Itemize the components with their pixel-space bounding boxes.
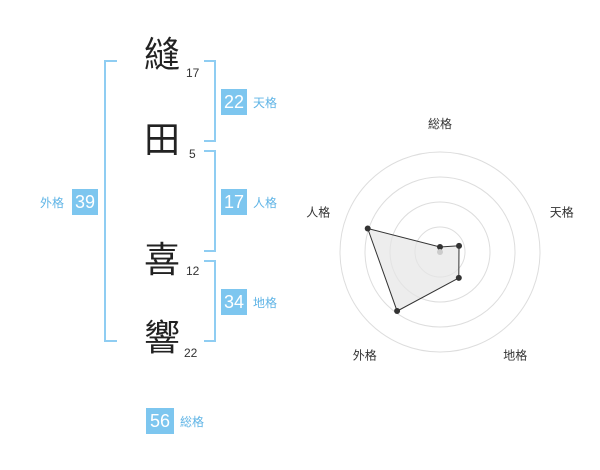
chikaku-value: 34 <box>221 289 247 315</box>
character-3-strokes: 12 <box>186 264 200 278</box>
radar-ring <box>339 151 541 353</box>
tenkaku-bracket <box>204 60 216 142</box>
jinkaku-label: 人格 <box>253 196 278 210</box>
gaikaku-label: 外格 <box>40 196 65 210</box>
chikaku-label: 地格 <box>253 296 278 310</box>
chikaku-bracket <box>204 260 216 342</box>
character-1-strokes: 17 <box>186 66 200 80</box>
character-4: 響 <box>143 318 180 359</box>
tenkaku-value: 22 <box>221 89 247 115</box>
character-2-strokes: 5 <box>189 147 196 161</box>
radar-axis-label: 人格 <box>306 204 330 219</box>
radar-axis-label: 天格 <box>550 204 574 219</box>
soukaku-label: 総格 <box>180 415 205 429</box>
radar-axis-label: 総格 <box>428 116 452 131</box>
character-2: 田 <box>143 120 180 161</box>
gaikaku-value: 39 <box>72 189 98 215</box>
radar-point <box>364 225 371 232</box>
radar-point <box>394 308 401 315</box>
character-3: 喜 <box>143 240 180 281</box>
soukaku-value: 56 <box>146 408 174 434</box>
character-1: 縫 <box>143 35 180 76</box>
radar-axis-label: 地格 <box>503 348 527 363</box>
tenkaku-label: 天格 <box>253 96 278 110</box>
radar-point <box>437 244 443 250</box>
radar-ring <box>364 176 516 328</box>
character-4-strokes: 22 <box>184 346 198 360</box>
jinkaku-value: 17 <box>221 189 247 215</box>
radar-axis-label: 外格 <box>353 348 377 363</box>
gaikaku-bracket <box>104 60 117 342</box>
radar-point <box>455 274 462 281</box>
radar-area <box>366 227 460 312</box>
radar-center <box>437 249 443 255</box>
jinkaku-bracket <box>204 150 216 252</box>
radar-point <box>456 242 463 249</box>
